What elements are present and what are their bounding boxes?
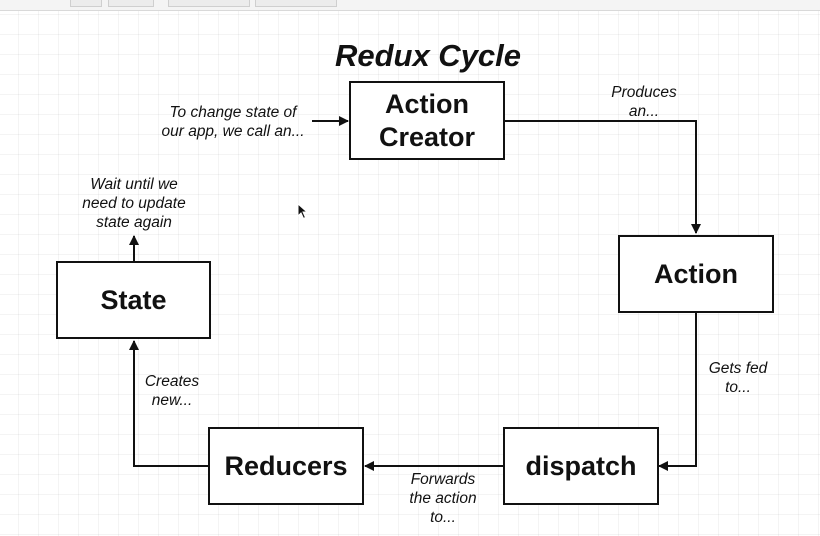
node-state[interactable]: State [56,261,211,339]
toolbar-button[interactable] [255,0,337,7]
mouse-cursor-icon [297,203,309,220]
arrow-creator-to-action [504,120,701,234]
node-action-creator[interactable]: Action Creator [349,81,505,160]
toolbar-button[interactable] [70,0,102,7]
edge-label-gets-fed: Gets fed to... [708,360,768,396]
node-action[interactable]: Action [618,235,774,313]
edge-label-wait: Wait until we need to update state again [82,176,186,231]
edge-label-creates: Creates new... [144,373,200,409]
edge-label-produces: Produces an... [611,84,677,120]
edge-label-forwards: Forwards the action to... [409,471,477,526]
toolbar-strip [0,0,820,11]
arrow-reducers-to-state [129,340,209,467]
toolbar-button[interactable] [108,0,154,7]
node-dispatch[interactable]: dispatch [503,427,659,505]
diagram-title: Redux Cycle [334,38,522,73]
node-reducers[interactable]: Reducers [208,427,364,505]
edge-label-to-action-creator: To change state of our app, we call an..… [161,104,305,140]
arrow-action-to-dispatch [658,313,697,471]
toolbar-button[interactable] [168,0,250,7]
